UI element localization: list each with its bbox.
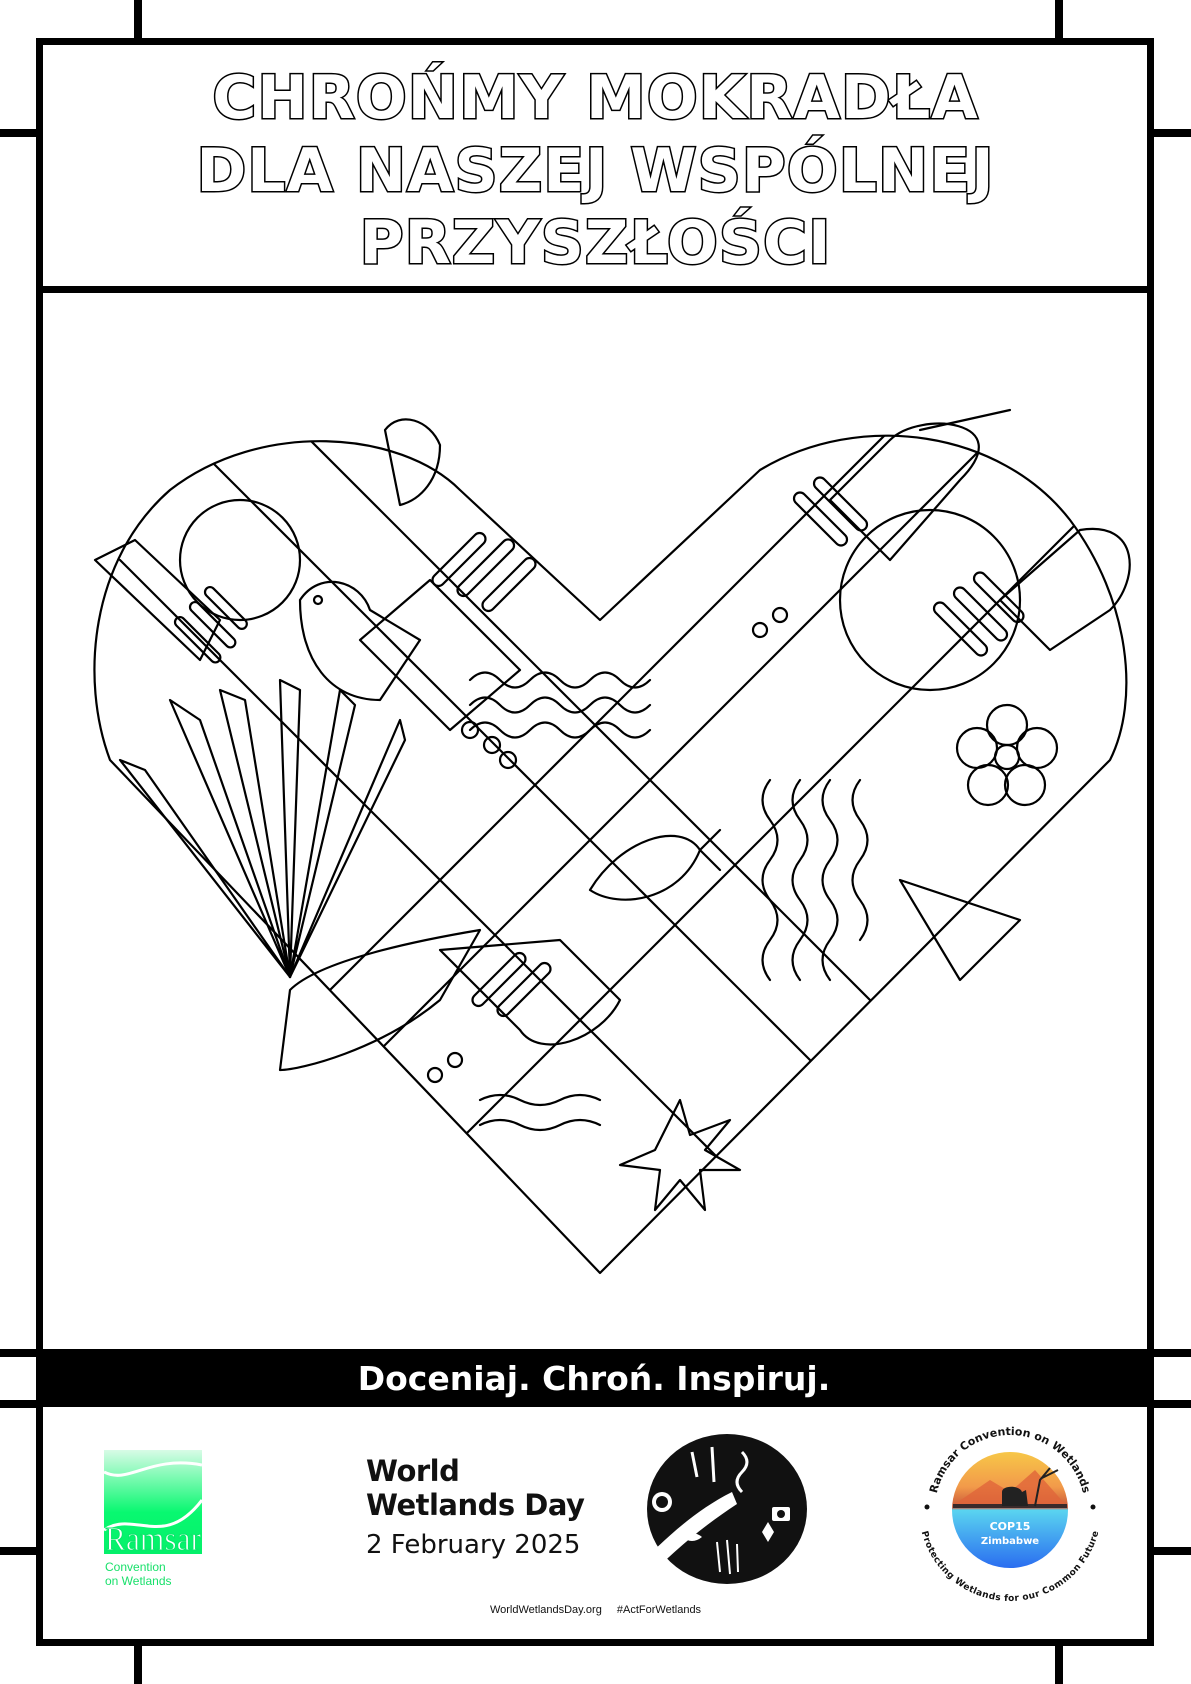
heart-outline	[93, 434, 1128, 1275]
band-bottom-line	[36, 1400, 1154, 1407]
star-burst	[618, 1098, 742, 1212]
flower	[955, 703, 1059, 807]
elephant-icon	[1002, 1486, 1028, 1506]
water-waves	[468, 671, 869, 1132]
hand-1	[93, 538, 248, 664]
frame-stub-bottom-left	[134, 1640, 142, 1684]
ramsar-line2: on Wetlands	[105, 1574, 172, 1588]
ramsar-logo-mark: Ramsar	[104, 1450, 202, 1554]
title-line-1: CHROŃMY MOKRADŁA	[211, 63, 979, 133]
wwd-line1: World	[366, 1454, 460, 1488]
bird-eye	[312, 594, 324, 606]
ramsar-wordmark: Ramsar	[105, 1521, 202, 1554]
frame-stub-top-right	[1055, 0, 1063, 42]
title-divider	[36, 286, 1154, 293]
leaf-2	[898, 878, 1022, 982]
frame-stub-left-4	[0, 1547, 40, 1555]
moon-circle	[178, 498, 302, 622]
wwd-line2: Wetlands Day	[366, 1488, 585, 1522]
bubbles	[426, 606, 789, 1084]
sun-circle	[838, 508, 1022, 692]
hand-2	[358, 531, 537, 732]
frame-stub-right-3	[1150, 1400, 1191, 1408]
outer-frame	[36, 38, 1154, 1646]
wwd-emblem-icon	[632, 1434, 807, 1584]
frame-stub-right-4	[1150, 1547, 1191, 1555]
cop15-dot-left	[924, 1504, 930, 1510]
tree-icon	[1034, 1467, 1059, 1507]
cop15-center1: COP15	[990, 1520, 1031, 1533]
tagline-band: Doceniaj. Chroń. Inspiruj.	[40, 1355, 1148, 1403]
frame-stub-right-2	[1150, 1349, 1191, 1357]
leaf	[278, 928, 482, 1072]
hand-4	[792, 422, 980, 562]
hand-5	[438, 938, 622, 1046]
frame-stub-left-3	[0, 1400, 40, 1408]
title-line-2: DLA NASZEJ WSPÓLNEJ	[195, 136, 995, 206]
ramsar-line1: Convention	[105, 1560, 166, 1574]
frame-stub-bottom-right	[1055, 1640, 1063, 1684]
duck	[383, 418, 442, 507]
frame-stub-right-1	[1150, 129, 1191, 137]
cop15-center2: Zimbabwe	[981, 1536, 1039, 1547]
stick	[918, 408, 1012, 432]
frame-stub-top-left	[134, 0, 142, 42]
reeds	[118, 678, 407, 979]
cop15-dot-right	[1090, 1504, 1096, 1510]
website-link[interactable]: WorldWetlandsDay.org	[489, 1604, 602, 1616]
tagline: Doceniaj. Chroń. Inspiruj.	[357, 1359, 831, 1398]
bird	[298, 580, 422, 702]
band-top-line	[36, 1349, 1154, 1356]
frame-stub-left-1	[0, 129, 40, 137]
fish	[588, 828, 722, 901]
cop15-logo: COP15 Zimbabwe Ramsar Convention on Wetl…	[919, 1425, 1101, 1604]
wwd-date: 2 February 2025	[366, 1530, 581, 1560]
hashtag: #ActForWetlands	[616, 1604, 702, 1616]
footer-links: WorldWetlandsDay.org #ActForWetlands	[0, 1604, 1191, 1616]
frame-stub-left-2	[0, 1349, 40, 1357]
title-line-3: PRZYSZŁOŚCI	[358, 208, 832, 278]
hand-3	[932, 527, 1131, 657]
